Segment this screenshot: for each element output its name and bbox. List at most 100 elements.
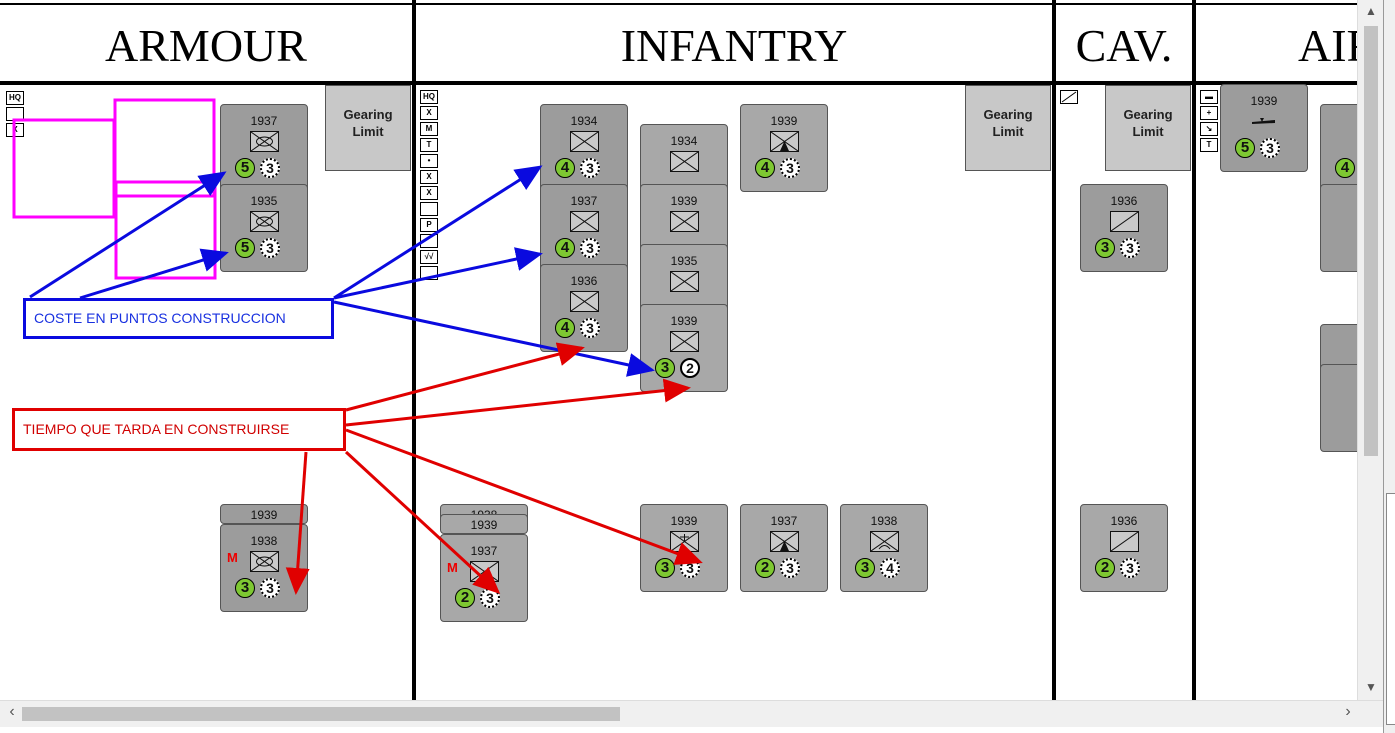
infantry-icon[interactable]: X [420, 106, 438, 120]
build-time-badge: 3 [780, 558, 800, 578]
build-cost-badge: 3 [235, 578, 255, 598]
airborne-icon[interactable]: X [420, 186, 438, 200]
build-cost-badge: 5 [235, 238, 255, 258]
gearing-limit-armour: Gearing Limit [325, 85, 411, 171]
scroll-right-icon[interactable]: › [1345, 703, 1351, 720]
build-time-badge: 3 [580, 158, 600, 178]
counter-year: 1939 [670, 194, 698, 208]
vertical-scrollbar[interactable]: ▲ ▼ [1357, 0, 1384, 700]
militia-icon[interactable]: √√ [420, 250, 438, 264]
build-cost-badge: 4 [1335, 158, 1355, 178]
cavalry-icon[interactable] [1060, 90, 1078, 104]
build-time-badge: 3 [1260, 138, 1280, 158]
top-border [0, 3, 1357, 5]
horizontal-scrollbar[interactable]: ‹ › [0, 700, 1383, 727]
motorized-icon[interactable]: T [420, 138, 438, 152]
unit-symbol-icon [250, 551, 279, 572]
mountain-icon[interactable]: M [420, 122, 438, 136]
counter-mark: M [227, 550, 238, 565]
armour-unit-type-icons: HQ X [6, 91, 26, 139]
counter-year: 1937 [250, 114, 278, 128]
unit-counter-air-partial-2[interactable]: 1 [1320, 184, 1357, 272]
hq-icon[interactable]: HQ [6, 91, 24, 105]
counter-year: 1935 [250, 194, 278, 208]
unit-counter-air-partial-1[interactable]: 19 4 [1320, 104, 1357, 192]
dive-bomber-icon[interactable]: ↘ [1200, 122, 1218, 136]
artillery-icon[interactable]: • [420, 154, 438, 168]
marine-icon[interactable] [420, 202, 438, 216]
build-cost-badge: 4 [755, 158, 775, 178]
build-time-badge: 3 [580, 238, 600, 258]
stacked-counter-back: 1939 [220, 504, 308, 524]
scroll-left-icon[interactable]: ‹ [9, 703, 15, 720]
unit-symbol-icon [670, 531, 699, 552]
stacked-counter-back: 1939 [440, 514, 528, 534]
build-cost-badge: 4 [555, 238, 575, 258]
bomber-icon[interactable]: ▬ [1200, 90, 1218, 104]
scroll-down-icon[interactable]: ▼ [1365, 680, 1377, 694]
unit-symbol-icon [570, 211, 599, 232]
vertical-scroll-thumb[interactable] [1364, 26, 1378, 456]
unit-symbol-icon [870, 531, 899, 552]
fighter-icon[interactable]: + [1200, 106, 1218, 120]
oval-armour-icon[interactable] [6, 107, 24, 121]
unit-symbol-icon [570, 131, 599, 152]
counter-year: 1935 [670, 254, 698, 268]
counter-year: 1939 [1250, 94, 1278, 108]
build-time-badge: 3 [680, 558, 700, 578]
unit-symbol-icon [1110, 211, 1139, 232]
counter-year: 1939 [470, 518, 498, 532]
horizontal-scroll-thumb[interactable] [22, 707, 620, 721]
counter-year: 1939 [770, 114, 798, 128]
unit-symbol-icon [670, 151, 699, 172]
magenta-highlight-box [114, 180, 217, 280]
limit-label: Limit [992, 124, 1024, 139]
gearing-label: Gearing [983, 107, 1033, 122]
partisan-icon[interactable]: P [420, 218, 438, 232]
build-cost-badge: 4 [555, 158, 575, 178]
unit-symbol-icon [250, 211, 279, 232]
header-divider [0, 81, 1357, 85]
counter-year: 19 [1321, 114, 1357, 128]
build-cost-badge: 3 [655, 558, 675, 578]
magenta-highlight-box [12, 118, 116, 219]
gearing-limit-cav: Gearing Limit [1105, 85, 1191, 171]
counter-mark: M [447, 560, 458, 575]
build-cost-badge: 5 [1235, 138, 1255, 158]
unit-counter-air-partial-4[interactable]: 1 [1320, 364, 1357, 452]
header-infantry: INFANTRY [620, 20, 848, 71]
cost-arrow [79, 248, 229, 300]
time-callout: TIEMPO QUE TARDA EN CONSTRUIRSE [12, 408, 346, 451]
hq-icon[interactable]: HQ [420, 90, 438, 104]
counter-year: 1 [1321, 194, 1357, 208]
scroll-up-icon[interactable]: ▲ [1365, 4, 1377, 18]
towed-icon[interactable] [420, 266, 438, 280]
engineer-icon[interactable]: X [420, 170, 438, 184]
ski-icon[interactable] [420, 234, 438, 248]
build-cost-badge: 2 [755, 558, 775, 578]
header-air: AIR [1298, 20, 1357, 71]
gearing-label: Gearing [343, 107, 393, 122]
build-time-badge: 3 [780, 158, 800, 178]
transport-icon[interactable]: T [1200, 138, 1218, 152]
unit-symbol-icon [670, 211, 699, 232]
cost-arrow [29, 171, 227, 299]
armoured-infantry-icon[interactable]: X [6, 123, 24, 137]
build-cost-badge: 3 [1095, 238, 1115, 258]
counter-year: 1937 [470, 544, 498, 558]
